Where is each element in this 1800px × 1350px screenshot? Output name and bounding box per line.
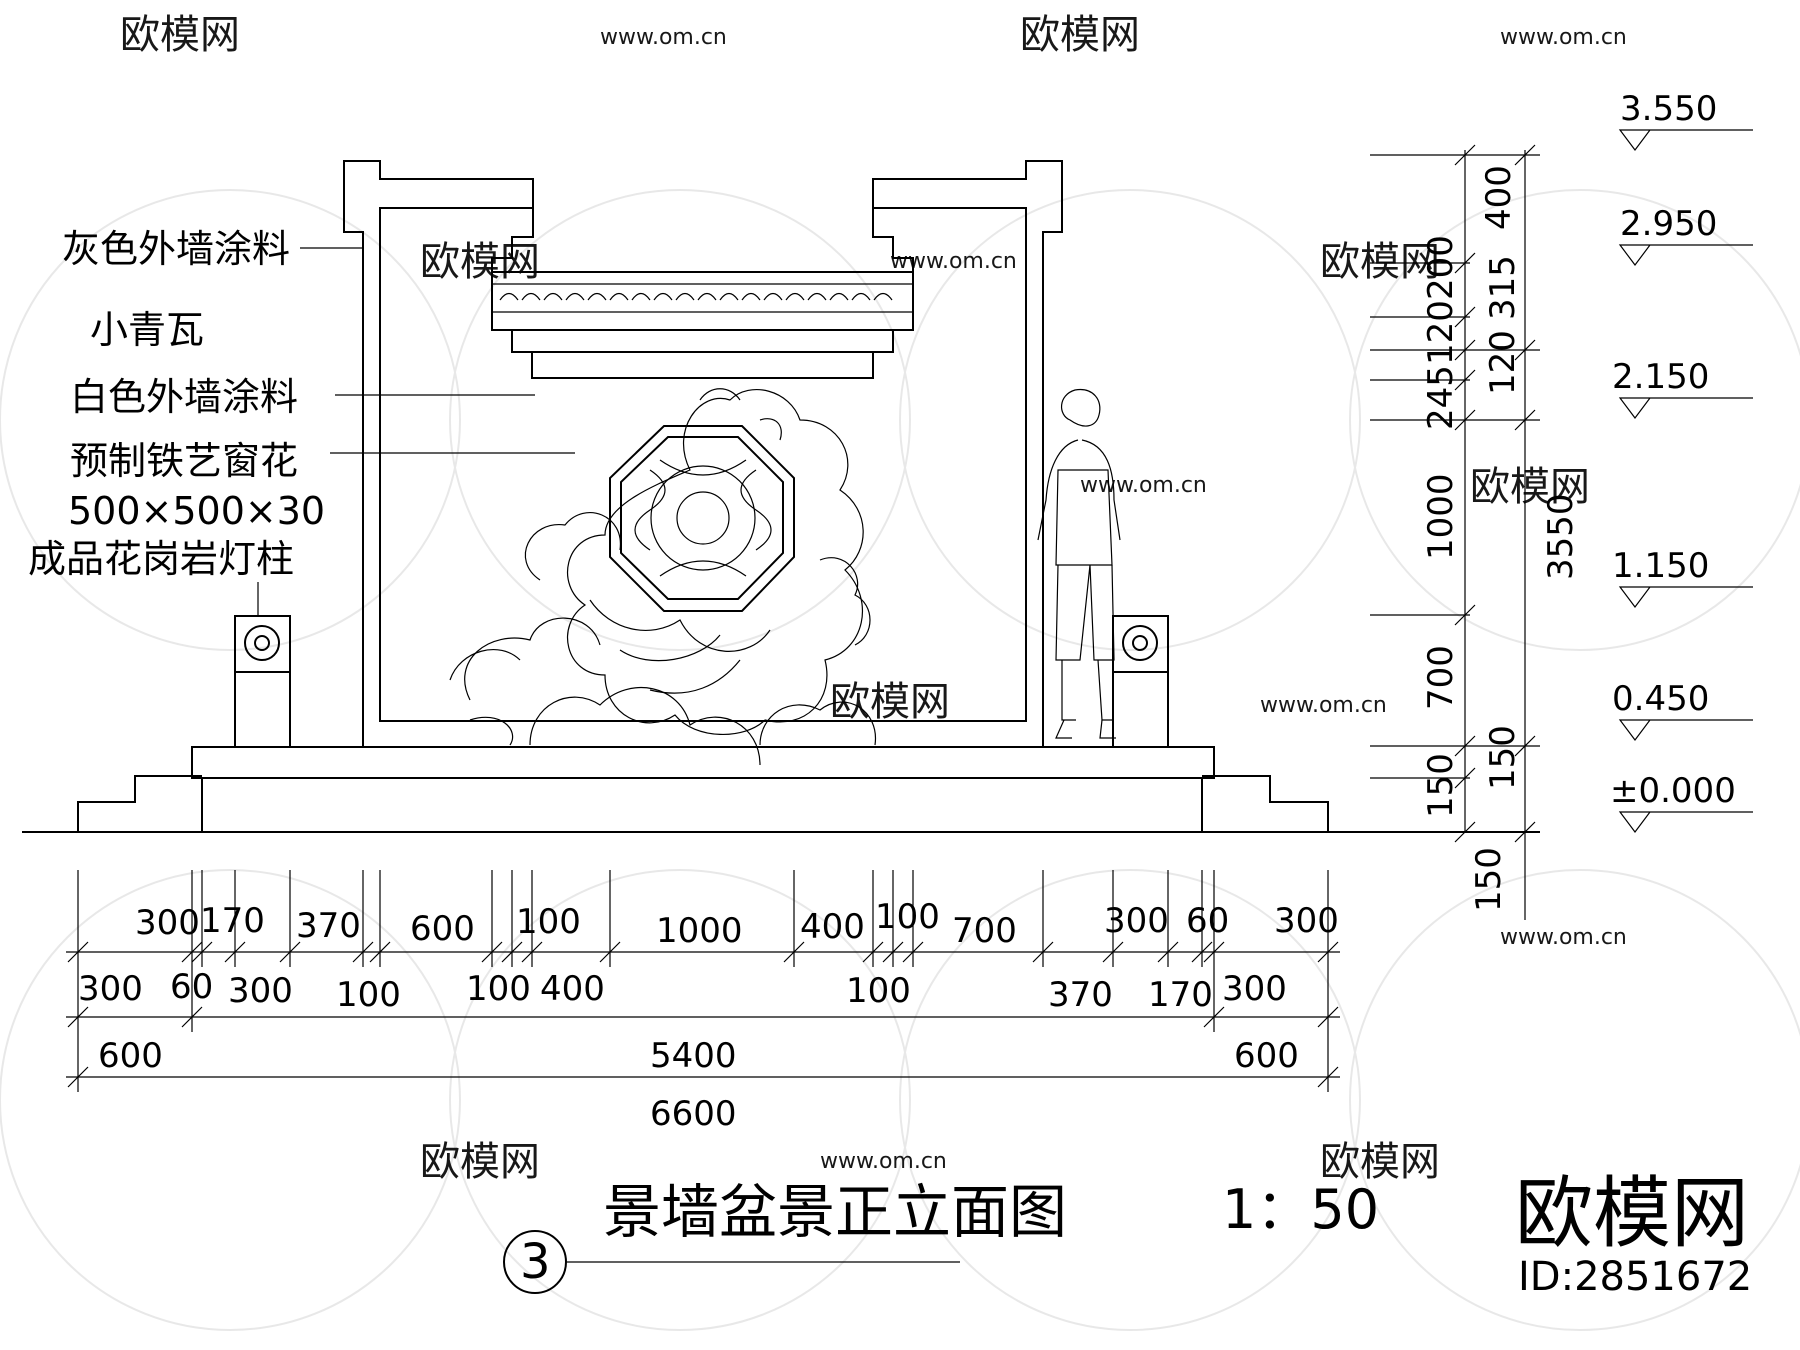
hdim-r1-300c: 300	[1274, 901, 1339, 941]
hdim-r1-300: 300	[135, 903, 200, 943]
wall-frame	[343, 160, 1063, 747]
hdim-r1-400: 400	[800, 907, 865, 947]
watermark-brand: 欧模网	[1320, 1139, 1440, 1185]
rockery-bonsai	[449, 388, 877, 766]
label-iron-window: 预制铁艺窗花	[70, 439, 298, 483]
hdim-r2-100: 100	[336, 975, 401, 1015]
hdim-r2-100b: 100	[466, 969, 531, 1009]
hdim-r1-100b: 100	[875, 897, 940, 937]
watermark-brand: 欧模网	[1320, 239, 1440, 285]
vertical-dim-lines	[1370, 144, 1540, 920]
watermark-brand: 欧模网	[1470, 464, 1590, 510]
brand-logo: 欧模网	[1515, 1169, 1749, 1259]
vdim-400: 400	[1479, 165, 1519, 230]
brand-watermark: 欧模网 ID:2851672	[1515, 1169, 1752, 1300]
leader-lines	[257, 247, 575, 616]
hdim-r1-1000: 1000	[656, 911, 743, 951]
vdim-120b: 120	[1483, 330, 1523, 395]
brand-id: ID:2851672	[1518, 1254, 1752, 1300]
hdim-r1-170: 170	[200, 901, 265, 941]
elev-2150: 2.150	[1612, 357, 1709, 397]
hdim-r2-400: 400	[540, 969, 605, 1009]
iron-window	[609, 425, 795, 612]
title-block: 3 景墙盆景正立面图 1：50	[503, 1178, 1379, 1294]
elev-0450: 0.450	[1612, 679, 1709, 719]
vdim-150b: 150	[1483, 725, 1523, 790]
vdim-150: 150	[1421, 753, 1461, 818]
hdim-r2-300b: 300	[228, 971, 293, 1011]
lamp-post-left	[234, 615, 291, 748]
tile-roof	[491, 271, 914, 379]
elevation-markers: 3.550 2.950 2.150 1.150 0.450 ±0.000	[1610, 89, 1753, 833]
hdim-r2-300c: 300	[1222, 969, 1287, 1009]
vdim-150-below: 150	[1469, 847, 1509, 912]
label-granite-lamp: 成品花岗岩灯柱	[28, 537, 294, 581]
horizontal-dims-row2: 300 60 300 100 100 400 100 370 170 300	[78, 967, 1287, 1015]
hdim-r2-370: 370	[1048, 975, 1113, 1015]
label-white-paint: 白色外墙涂料	[70, 375, 298, 419]
label-small-tile: 小青瓦	[90, 308, 204, 352]
drawing-number: 3	[520, 1234, 551, 1290]
vdim-total-3550: 3550	[1541, 493, 1581, 580]
hdim-r2-60: 60	[170, 967, 213, 1007]
hdim-r1-370: 370	[296, 906, 361, 946]
watermark-pattern: 欧模网 欧模网 欧模网 欧模网 欧模网 欧模网 欧模网 欧模网 www.om.c…	[0, 12, 1800, 1331]
vertical-dims-col-a: 400 200 120 245 1000 700 150 150	[1421, 165, 1519, 912]
hdim-r3-600b: 600	[1234, 1036, 1299, 1076]
watermark-site: www.om.cn	[600, 25, 727, 50]
vertical-dims-col-b: 315 120 150 3550	[1483, 255, 1581, 790]
vdim-245: 245	[1421, 365, 1461, 430]
elev-1150: 1.150	[1612, 546, 1709, 586]
horizontal-dim-lines	[66, 870, 1340, 1092]
watermark-site: www.om.cn	[890, 249, 1017, 274]
vdim-1000: 1000	[1421, 473, 1461, 560]
drawing-scale: 1：50	[1222, 1178, 1379, 1241]
watermark-brand: 欧模网	[420, 1139, 540, 1185]
horizontal-dims-row3: 600 5400 600 6600	[98, 1036, 1299, 1134]
hdim-r2-170: 170	[1148, 975, 1213, 1015]
hdim-r1-700: 700	[952, 911, 1017, 951]
elev-3550: 3.550	[1620, 89, 1717, 129]
vdim-700: 700	[1421, 645, 1461, 710]
hdim-r2-300: 300	[78, 969, 143, 1009]
watermark-brand: 欧模网	[120, 12, 240, 58]
lamp-post-right	[1112, 615, 1169, 748]
elev-2950: 2.950	[1620, 204, 1717, 244]
watermark-brand: 欧模网	[1020, 12, 1140, 58]
elev-0000: ±0.000	[1610, 771, 1736, 811]
hdim-r1-300b: 300	[1104, 901, 1169, 941]
watermark-site: www.om.cn	[1080, 473, 1207, 498]
hdim-r1-100: 100	[516, 902, 581, 942]
vdim-120: 120	[1421, 300, 1461, 365]
horizontal-dims-row1: 300 170 370 600 100 1000 400 100 700 300…	[135, 897, 1339, 951]
label-iron-window-size: 500×500×30	[68, 489, 325, 533]
hdim-r3-600: 600	[98, 1036, 163, 1076]
vdim-200: 200	[1421, 235, 1461, 300]
watermark-brand: 欧模网	[830, 679, 950, 725]
hdim-r1-60: 60	[1186, 901, 1229, 941]
hdim-r1-600: 600	[410, 909, 475, 949]
watermark-brand: 欧模网	[420, 239, 540, 285]
drawing-title: 景墙盆景正立面图	[603, 1178, 1067, 1246]
watermark-site: www.om.cn	[1260, 693, 1387, 718]
human-figure	[1037, 388, 1121, 739]
watermark-site: www.om.cn	[1500, 25, 1627, 50]
hdim-r2-100c: 100	[846, 971, 911, 1011]
vdim-315: 315	[1483, 255, 1523, 320]
watermark-site: www.om.cn	[1500, 925, 1627, 950]
watermark-site: www.om.cn	[820, 1149, 947, 1174]
base-platform	[77, 746, 1329, 832]
hdim-total-6600: 6600	[650, 1094, 737, 1134]
hdim-r3-5400: 5400	[650, 1036, 737, 1076]
label-gray-paint: 灰色外墙涂料	[62, 227, 290, 271]
